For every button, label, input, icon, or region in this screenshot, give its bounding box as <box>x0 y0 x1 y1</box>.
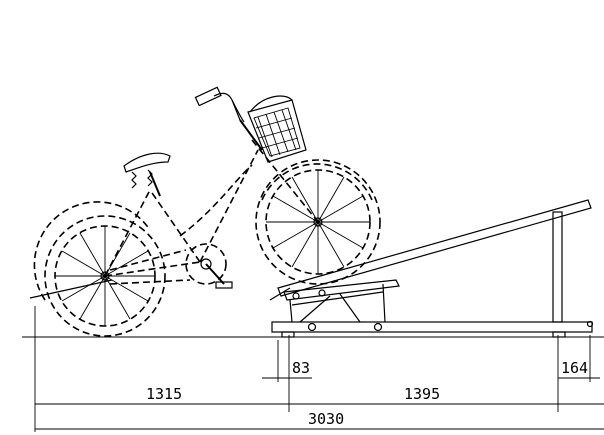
kickstand <box>29 279 113 299</box>
bike-rack <box>269 199 594 338</box>
rack-brace <box>339 293 361 323</box>
pedal <box>215 281 233 289</box>
rack-base-rail <box>271 321 593 333</box>
rack-holder-strut <box>289 299 293 323</box>
dimension-rear-to-rack: 1315 <box>146 385 182 403</box>
crank-arm <box>205 263 225 285</box>
dimension-front-offset: 83 <box>292 359 310 377</box>
rack-pivot <box>292 292 300 300</box>
rack-ramp <box>277 199 592 297</box>
chain-guard <box>109 249 191 285</box>
rack-wheel-holder <box>283 279 400 301</box>
saddle-spring <box>131 169 153 189</box>
front-hub <box>313 217 323 227</box>
rack-brace <box>299 295 331 323</box>
rack-foot-front <box>281 331 295 338</box>
dimension-post-offset: 164 <box>561 359 588 377</box>
rack-holder-strut <box>291 291 384 306</box>
saddle <box>123 152 171 173</box>
rear-wheel-spokes <box>55 226 155 326</box>
seat-post <box>149 171 161 197</box>
frame-chain-stay <box>104 261 201 277</box>
basket <box>247 95 307 163</box>
rear-fender <box>33 201 151 301</box>
frame-step-through <box>179 164 253 237</box>
front-wheel-spokes <box>266 170 370 274</box>
chainring <box>185 243 227 285</box>
front-wheel-tire <box>255 159 381 285</box>
rack-pivot <box>318 289 326 297</box>
rack-foot-rear <box>552 331 566 338</box>
frame-down-tube <box>199 149 259 263</box>
dimension-total-length: 3030 <box>308 410 344 428</box>
rack-bolt <box>307 322 317 332</box>
handlebar-grip <box>194 86 222 107</box>
handlebar-stem <box>213 92 241 121</box>
bicycle-outline <box>29 86 381 337</box>
head-tube <box>239 119 263 151</box>
crank-axle <box>200 258 212 270</box>
dimension-lines <box>34 306 604 432</box>
rack-bolt <box>586 320 594 328</box>
frame-seat-stay <box>104 189 151 277</box>
dimension-rack-length: 1395 <box>404 385 440 403</box>
fork <box>251 139 319 223</box>
rack-bolt <box>373 322 383 332</box>
front-fender <box>261 163 373 201</box>
rack-clamp <box>269 287 291 301</box>
rear-wheel-tire <box>44 215 166 337</box>
handlebar-bar <box>231 99 245 123</box>
rack-rear-post <box>552 211 563 323</box>
rack-holder-strut <box>382 283 386 323</box>
